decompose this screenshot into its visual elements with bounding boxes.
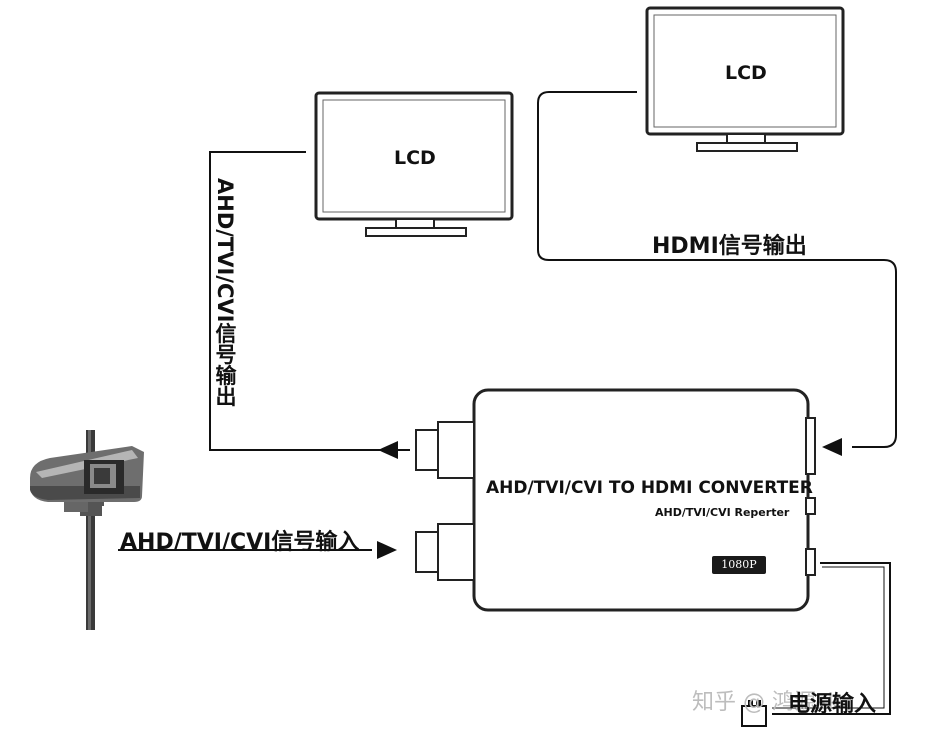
hdmi-port — [805, 417, 816, 475]
switch-port — [805, 497, 816, 515]
analog-output-cable — [209, 151, 410, 451]
power-cable — [772, 562, 891, 715]
power-input-label: 电源输入 — [788, 692, 877, 717]
analog-input-arrow — [377, 541, 397, 559]
bnc-output-connector — [415, 421, 475, 479]
security-camera-icon — [30, 430, 144, 630]
lcd-monitor-1 — [314, 91, 514, 237]
power-port — [805, 548, 816, 576]
lcd-label-1: LCD — [394, 147, 436, 169]
analog-output-arrow — [378, 441, 398, 459]
watermark: 知乎 @ 鸿源sk — [692, 690, 841, 715]
converter-title: AHD/TVI/CVI TO HDMI CONVERTER — [486, 478, 813, 498]
analog-output-label: AHD/TVI/CVI信号输出 — [213, 178, 237, 407]
hdmi-output-arrow — [822, 438, 842, 456]
power-cable-inner — [772, 566, 885, 709]
converter-box — [415, 388, 816, 612]
resolution-badge: 1080P — [712, 556, 766, 574]
hdmi-output-label: HDMI信号输出 — [652, 234, 807, 259]
converter-subtitle: AHD/TVI/CVI Reperter — [655, 506, 790, 519]
power-plug-icon — [741, 700, 767, 727]
bnc-input-connector — [415, 523, 475, 581]
lcd-monitor-2 — [645, 6, 845, 152]
analog-input-label: AHD/TVI/CVI信号输入 — [120, 530, 360, 555]
lcd-label-2: LCD — [725, 62, 767, 84]
hdmi-output-cable — [537, 91, 897, 448]
